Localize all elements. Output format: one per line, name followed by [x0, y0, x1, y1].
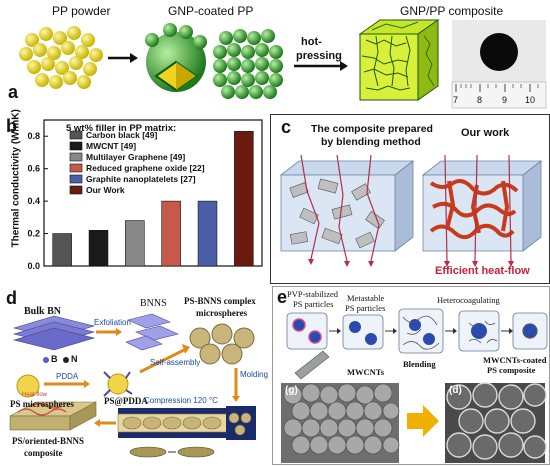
oriented-composite: [9, 401, 97, 431]
panel-d-label: d: [6, 288, 17, 308]
sem-g-label: (g): [285, 385, 298, 396]
blending-title-2: by blending method: [321, 136, 421, 148]
panel-d-illustration: [9, 313, 256, 458]
y-tick-label: 0.2: [27, 229, 40, 239]
pp-powder-pile: [19, 26, 103, 89]
panel-a: a PP powder GNP-coated PP hot- pressing …: [0, 0, 550, 112]
legend-label-1: MWCNT [49]: [86, 141, 136, 151]
panel-e-illustration: [281, 308, 548, 463]
ruler-tick-8: 8: [477, 95, 483, 105]
bar-1: [88, 230, 109, 267]
molding-label: Molding: [240, 370, 269, 379]
ps-bnns-spheres: [189, 323, 255, 365]
composite-cube: [358, 19, 440, 101]
bar-4: [197, 200, 218, 267]
legend-swatch-3: [69, 163, 83, 173]
sem-d-label: (d): [449, 385, 462, 396]
blending-title-1: The composite prepared: [311, 123, 433, 135]
legend-swatch-1: [69, 141, 83, 151]
bar-5: [234, 131, 254, 267]
bulk-bn-label: Bulk BN: [24, 306, 61, 317]
our-work-title: Our work: [461, 127, 510, 139]
y-axis-label: Thermal conductivity (W/mK): [10, 109, 22, 248]
ps-oriented-label-2: composite: [24, 448, 63, 458]
coated-sphere: [145, 23, 207, 92]
coated-label-2: PS composite: [487, 365, 536, 375]
panel-d: d: [0, 286, 270, 465]
thermal-conductivity-chart: 0.0 0.2 0.4 0.6 0.8 Carbon black [49]MWCNT […: [27, 119, 263, 271]
gnp-packed-block: [213, 29, 283, 99]
exfoliation-label: Exfoliation: [94, 318, 131, 327]
coated-label-1: MWCNTs-coated: [483, 355, 547, 365]
legend-swatch-2: [69, 152, 83, 162]
bar-0: [52, 233, 72, 267]
composite-photo: [451, 20, 547, 109]
ruler-tick-7: 7: [453, 95, 459, 105]
panel-c: c The composite prepared by blending met…: [270, 114, 550, 284]
legend-title: 5 wt% filler in PP matrix:: [66, 123, 177, 134]
pressing-label: pressing: [296, 50, 342, 62]
panel-c-label: c: [281, 117, 292, 137]
legend-label-0: Carbon black [49]: [86, 130, 157, 140]
ruler-tick-9: 9: [502, 95, 508, 105]
gnp-coated-label: GNP-coated PP: [168, 4, 254, 18]
legend-swatch-5: [69, 185, 83, 195]
bulk-bn-stack: [12, 315, 96, 351]
n-atom-label: N: [71, 354, 78, 364]
b-atom-label: B: [51, 354, 58, 364]
panel-e: e PVP-st: [272, 286, 550, 465]
heat-flow-caption: Efficient heat-flow: [435, 265, 530, 277]
y-tick-label: 0.6: [27, 164, 40, 174]
bar-3: [161, 200, 181, 267]
ps-bnns-label-1: PS-BNNS complex: [184, 296, 256, 306]
panel-a-illustration: [19, 19, 547, 109]
ps-bnns-label-2: microspheres: [196, 308, 248, 318]
legend-swatch-4: [69, 174, 83, 184]
legend-label-2: Multilayer Graphene [49]: [86, 152, 185, 162]
pdda-label: PDDA: [56, 372, 79, 381]
ps-oriented-label-1: PS/oriented-BNNS: [12, 436, 84, 446]
pp-powder-label: PP powder: [52, 4, 111, 18]
y-tick-label: 0.4: [27, 196, 40, 206]
ps-pdda-label: PS@PDDA: [104, 396, 148, 406]
heat-flow-label: Heat flow: [22, 392, 48, 398]
arrow-icon: [407, 405, 439, 437]
legend-label-3: Reduced graphene oxide [22]: [86, 163, 205, 173]
pvp-label-1: PVP-stabilized: [287, 289, 338, 299]
bar-2: [125, 220, 145, 267]
y-tick-label: 0.8: [27, 131, 40, 141]
mwcnts-label: MWCNTs: [347, 367, 384, 377]
composite-label: GNP/PP composite: [400, 4, 504, 18]
panel-a-label: a: [8, 82, 19, 102]
y-tick-label: 0.0: [27, 261, 40, 271]
ruler-tick-10: 10: [525, 95, 536, 105]
blending-label: Blending: [403, 359, 436, 369]
heterocoagulating-label: Heterocoagulating: [437, 295, 500, 305]
metastable-label-1: Metastable: [347, 293, 385, 303]
panel-e-label: e: [277, 287, 288, 307]
self-assembly-label: Self-assembly: [150, 358, 201, 367]
plot-frame: [43, 119, 263, 267]
legend-label-5: Our Work: [86, 185, 125, 195]
legend-label-4: Graphite nanoplatelets [27]: [86, 174, 196, 184]
heat-flow-diagram: [279, 154, 543, 267]
metastable-label-2: PS particles: [345, 303, 386, 313]
ps-microspheres-label: PS microspheres: [10, 399, 74, 409]
legend-swatch-0: [69, 130, 83, 140]
pvp-label-2: PS particles: [293, 299, 334, 309]
compression-label: Compression 120 °C: [144, 396, 218, 405]
panel-b: b 0.0 0.2 0.4 0.6 0.8 Carbon black [49]MWCNT…: [0, 109, 268, 284]
hot-label: hot-: [301, 36, 322, 48]
bnns-label: BNNS: [140, 298, 167, 309]
panel-b-label: b: [6, 116, 17, 136]
